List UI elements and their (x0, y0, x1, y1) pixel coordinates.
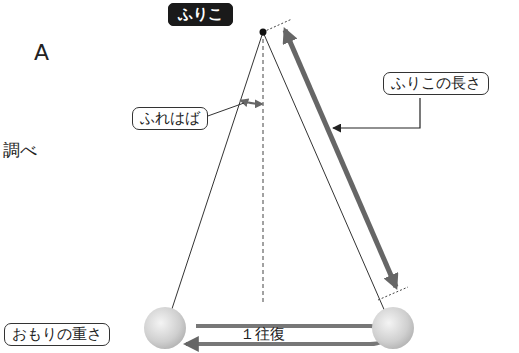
title-box: ふりこ (168, 3, 233, 26)
caption-text: １往復 (240, 325, 285, 344)
leader-line (205, 103, 244, 117)
cropped-text: 調べ (3, 140, 37, 161)
leader-arrow (333, 98, 420, 128)
label-box: ふりこの長さ (383, 72, 489, 95)
string (263, 32, 393, 330)
string (165, 32, 263, 330)
center-line (263, 32, 264, 305)
bob (372, 307, 414, 349)
bob (144, 307, 186, 349)
round-trip-arrow (186, 326, 387, 344)
label-text: ふりこ (178, 5, 223, 23)
length-arrow (285, 30, 396, 287)
label-text: ふりこの長さ (391, 74, 481, 92)
section-letter: A (34, 40, 49, 66)
label-text: ふれはば (140, 109, 200, 127)
label-text: おもりの重さ (12, 325, 102, 343)
pivot-dot (260, 29, 267, 36)
extension-line (378, 287, 408, 300)
label-box: ふれはば (132, 107, 208, 130)
label-box: おもりの重さ (4, 323, 110, 346)
